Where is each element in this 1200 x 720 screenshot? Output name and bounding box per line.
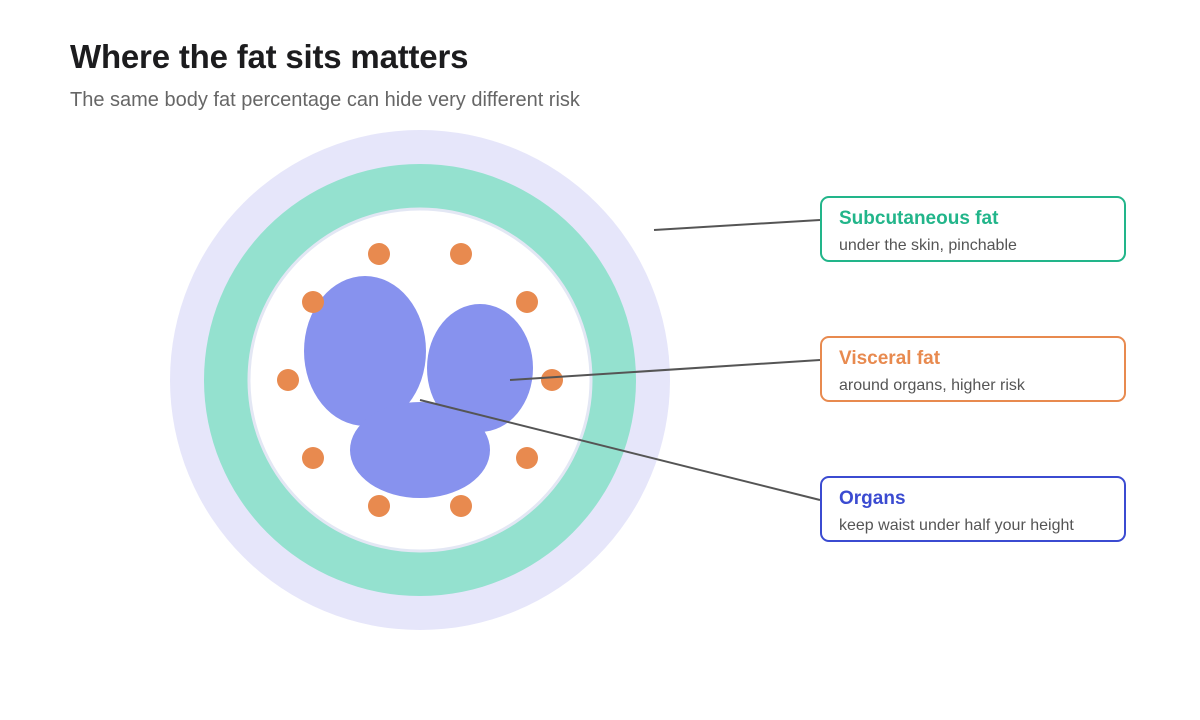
visceral-fat-dot bbox=[368, 495, 390, 517]
visceral-fat-dot bbox=[450, 243, 472, 265]
visceral-fat-dot bbox=[516, 291, 538, 313]
subcutaneous-leader-line bbox=[653, 219, 821, 231]
subcutaneous-fat-description: under the skin, pinchable bbox=[839, 237, 1017, 254]
subcutaneous-fat-callout: Subcutaneous fat under the skin, pinchab… bbox=[820, 196, 1126, 262]
organ-bottom bbox=[350, 402, 490, 498]
visceral-fat-description: around organs, higher risk bbox=[839, 377, 1025, 394]
visceral-leader-line bbox=[509, 359, 821, 381]
subcutaneous-fat-title: Subcutaneous fat bbox=[839, 208, 999, 229]
visceral-fat-title: Visceral fat bbox=[839, 348, 941, 369]
visceral-fat-callout: Visceral fat around organs, higher risk bbox=[820, 336, 1126, 402]
page-subtitle: The same body fat percentage can hide ve… bbox=[70, 89, 580, 111]
page-title: Where the fat sits matters bbox=[70, 38, 469, 75]
visceral-fat-dot bbox=[450, 495, 472, 517]
organ-left bbox=[304, 276, 426, 426]
organs-leader-line bbox=[419, 399, 821, 501]
visceral-fat-dot bbox=[302, 447, 324, 469]
organ-right bbox=[427, 304, 533, 432]
organs-callout: Organs keep waist under half your height bbox=[820, 476, 1126, 542]
visceral-fat-dot bbox=[516, 447, 538, 469]
visceral-fat-dot bbox=[277, 369, 299, 391]
organs-description: keep waist under half your height bbox=[839, 517, 1074, 534]
visceral-fat-dot bbox=[368, 243, 390, 265]
organs-title: Organs bbox=[839, 488, 906, 509]
visceral-fat-dot bbox=[302, 291, 324, 313]
visceral-fat-dot bbox=[541, 369, 563, 391]
